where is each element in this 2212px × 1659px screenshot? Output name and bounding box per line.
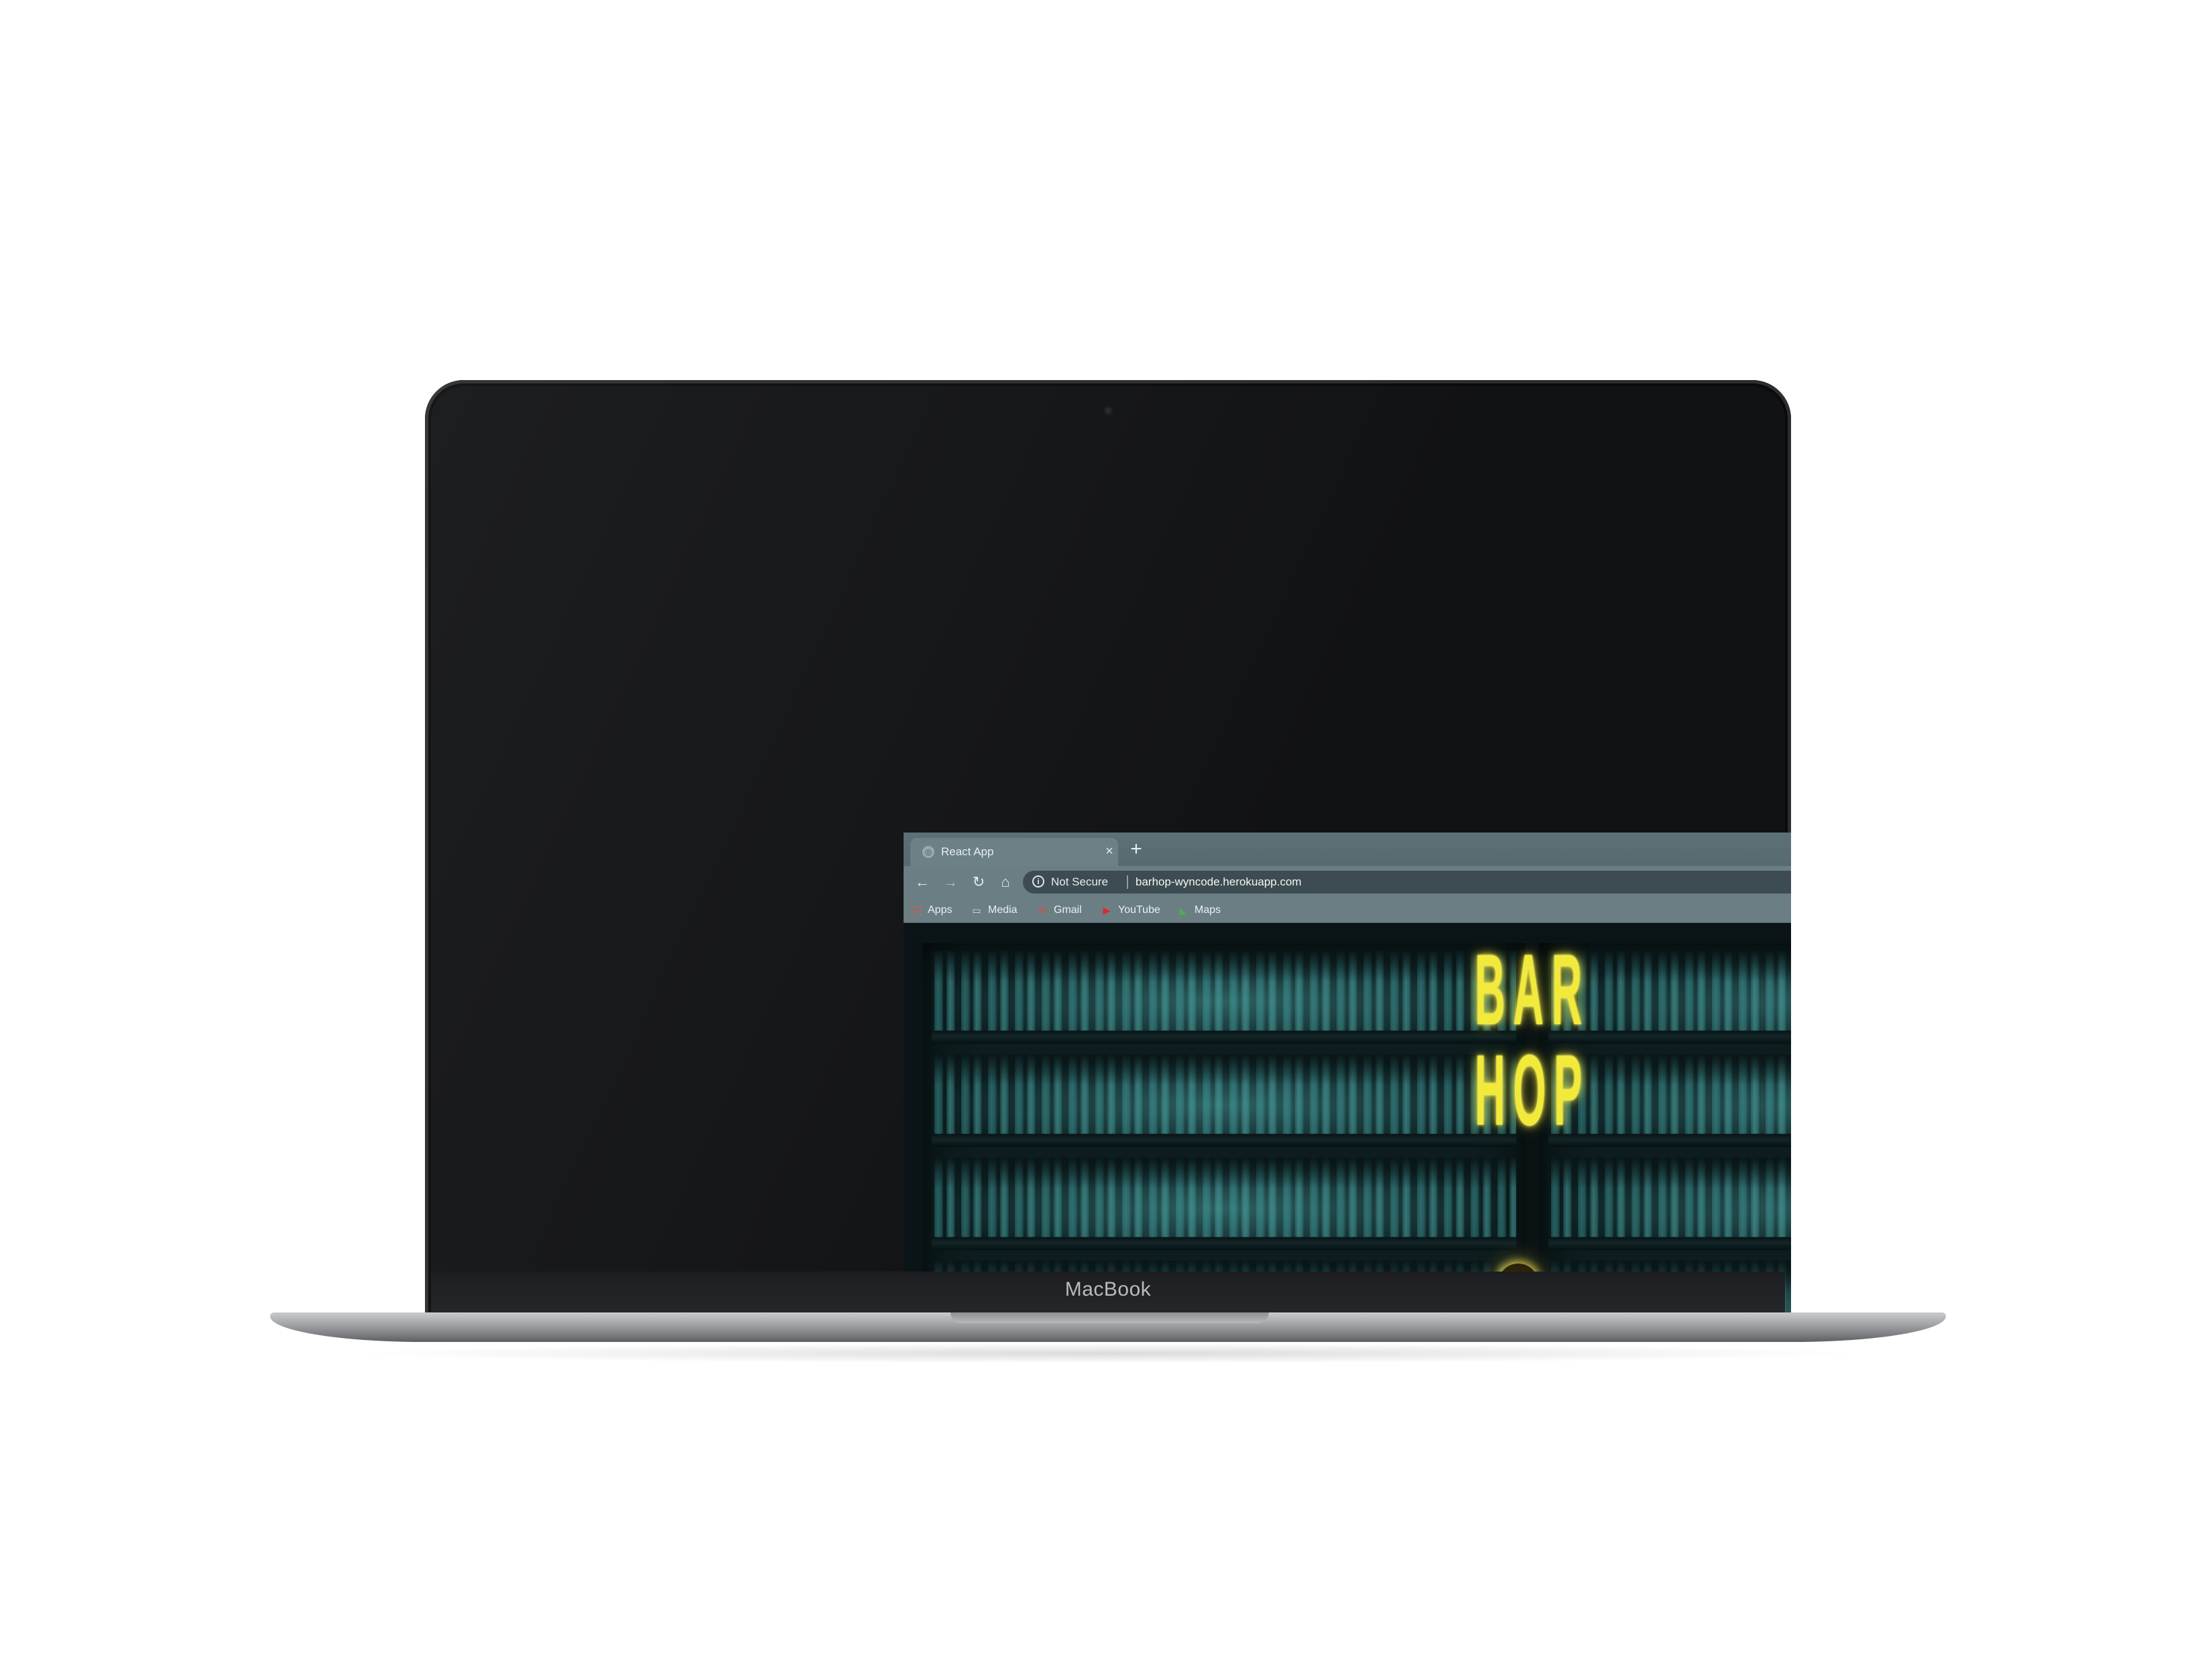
new-tab-button[interactable]: +	[1130, 838, 1142, 860]
laptop-shadow	[349, 1343, 1870, 1363]
bookmark-maps[interactable]: ◣ Maps	[1177, 902, 1221, 918]
browser-window: ◎ React App × + ← → ↻ ⌂ i Not Secure bar…	[904, 833, 1791, 1315]
tab-favicon-icon: ◎	[922, 846, 934, 858]
shelf-row	[1548, 1054, 1791, 1147]
bookmark-media[interactable]: ▭ Media	[971, 902, 1018, 918]
web-page: BAR HOP	[904, 923, 1791, 1315]
tab-react-app[interactable]: ◎ React App ×	[910, 838, 1118, 866]
bookmark-label: YouTube	[1118, 904, 1160, 916]
apps-grid-icon	[910, 905, 922, 916]
right-shelf-cabinet	[1539, 943, 1791, 1315]
home-icon[interactable]: ⌂	[1001, 873, 1010, 890]
address-bar[interactable]: i Not Secure barhop-wyncode.herokuapp.co…	[1023, 871, 1791, 894]
forward-arrow-icon[interactable]: →	[943, 873, 958, 890]
left-shelf-cabinet	[922, 943, 1526, 1315]
bookmark-label: Media	[988, 904, 1018, 916]
tab-bar: ◎ React App × +	[904, 833, 1791, 866]
maps-icon: ◣	[1179, 905, 1187, 916]
shelf-row	[932, 1158, 1516, 1250]
url-text[interactable]: barhop-wyncode.herokuapp.com	[1135, 875, 1302, 888]
webcam	[1103, 406, 1113, 416]
laptop-chin	[431, 1272, 1785, 1315]
gmail-icon: ✉	[1038, 905, 1046, 916]
shelf-row	[932, 1054, 1516, 1147]
bookmark-gmail[interactable]: ✉ Gmail	[1036, 902, 1082, 918]
laptop-lid-notch	[950, 1312, 1269, 1323]
shelf-row	[1548, 951, 1791, 1044]
shelf-center-post	[1526, 943, 1539, 1315]
folder-icon: ▭	[972, 905, 981, 916]
bookmark-label: Gmail	[1054, 904, 1082, 916]
bookmark-youtube[interactable]: ▶ YouTube	[1101, 902, 1160, 918]
browser-toolbar: ← → ↻ ⌂ i Not Secure barhop-wyncode.hero…	[904, 866, 1791, 898]
tab-title: React App	[941, 845, 994, 858]
bookmark-label: Maps	[1194, 904, 1221, 916]
youtube-icon: ▶	[1103, 905, 1111, 916]
shelf-row	[1548, 1158, 1791, 1250]
back-arrow-icon[interactable]: ←	[915, 873, 930, 890]
tab-close-icon[interactable]: ×	[1105, 844, 1113, 859]
bottle-shelves-background	[912, 934, 1791, 1315]
neon-title: BAR HOP	[1475, 933, 1590, 1146]
info-icon[interactable]: i	[1032, 875, 1044, 887]
omnibox-divider	[1127, 875, 1128, 889]
device-label: MacBook	[1064, 1278, 1152, 1300]
security-label[interactable]: Not Secure	[1051, 875, 1109, 888]
shelf-row	[932, 951, 1516, 1044]
bookmark-label: Apps	[928, 904, 953, 916]
bookmark-apps[interactable]: Apps	[910, 902, 952, 918]
bookmarks-bar: Apps ▭ Media ✉ Gmail ▶ YouTube ◣ Maps	[904, 898, 1791, 923]
reload-icon[interactable]: ↻	[972, 873, 985, 890]
laptop-lid: ◎ React App × + ← → ↻ ⌂ i Not Secure bar…	[425, 380, 1791, 1315]
